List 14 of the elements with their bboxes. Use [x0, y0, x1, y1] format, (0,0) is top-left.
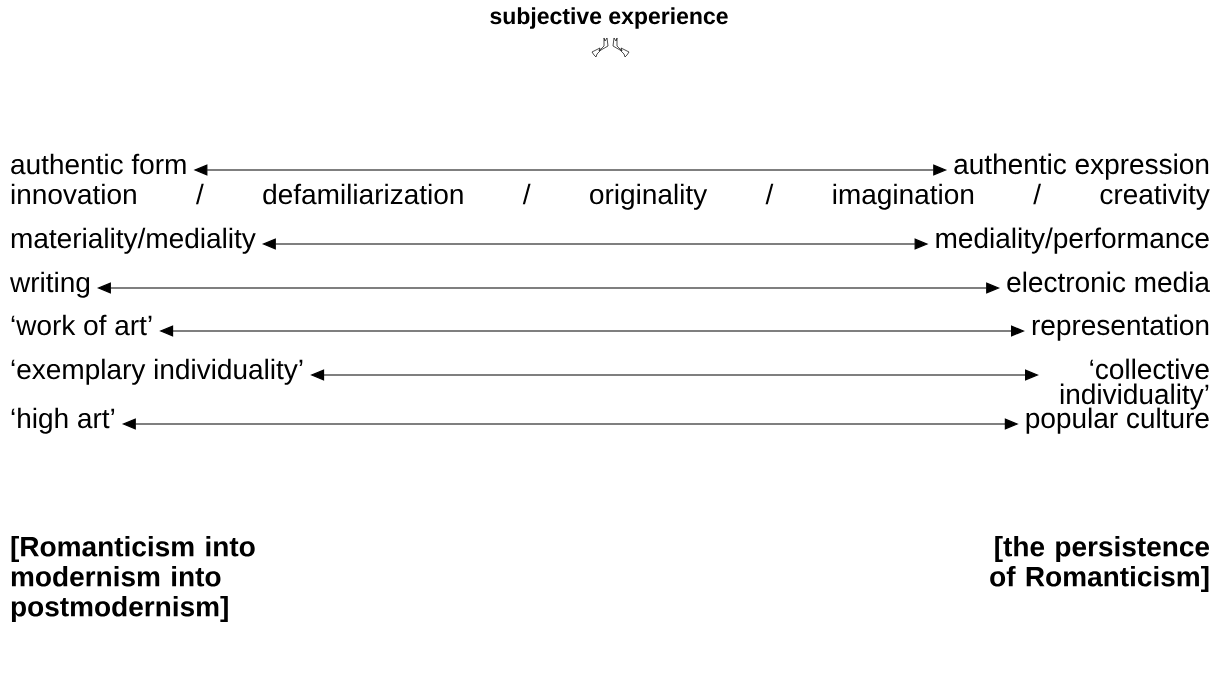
term-text: ‘work of art’ [11, 314, 152, 336]
bracket-note: [the persistence of Romanticism] [990, 536, 1210, 593]
term-text: authentic form [11, 153, 186, 175]
title: subjective experience [490, 7, 728, 29]
term-text: materiality/mediality [11, 227, 256, 254]
term-text: ‘exemplary individuality’ [11, 358, 303, 385]
term-list: innovation / defamiliarization / originality / imagination / creativity [11, 183, 1210, 210]
term-text: representation [1032, 314, 1209, 341]
term-text: electronic media [1007, 271, 1210, 293]
term-text: mediality/performance [936, 227, 1209, 254]
term-text: authentic expression [954, 153, 1209, 180]
bracket-note: [Romanticism into modernism into postmodernism] [11, 536, 255, 623]
term-text: ‘high art’ [11, 407, 115, 434]
term-text: writing [9, 271, 90, 298]
